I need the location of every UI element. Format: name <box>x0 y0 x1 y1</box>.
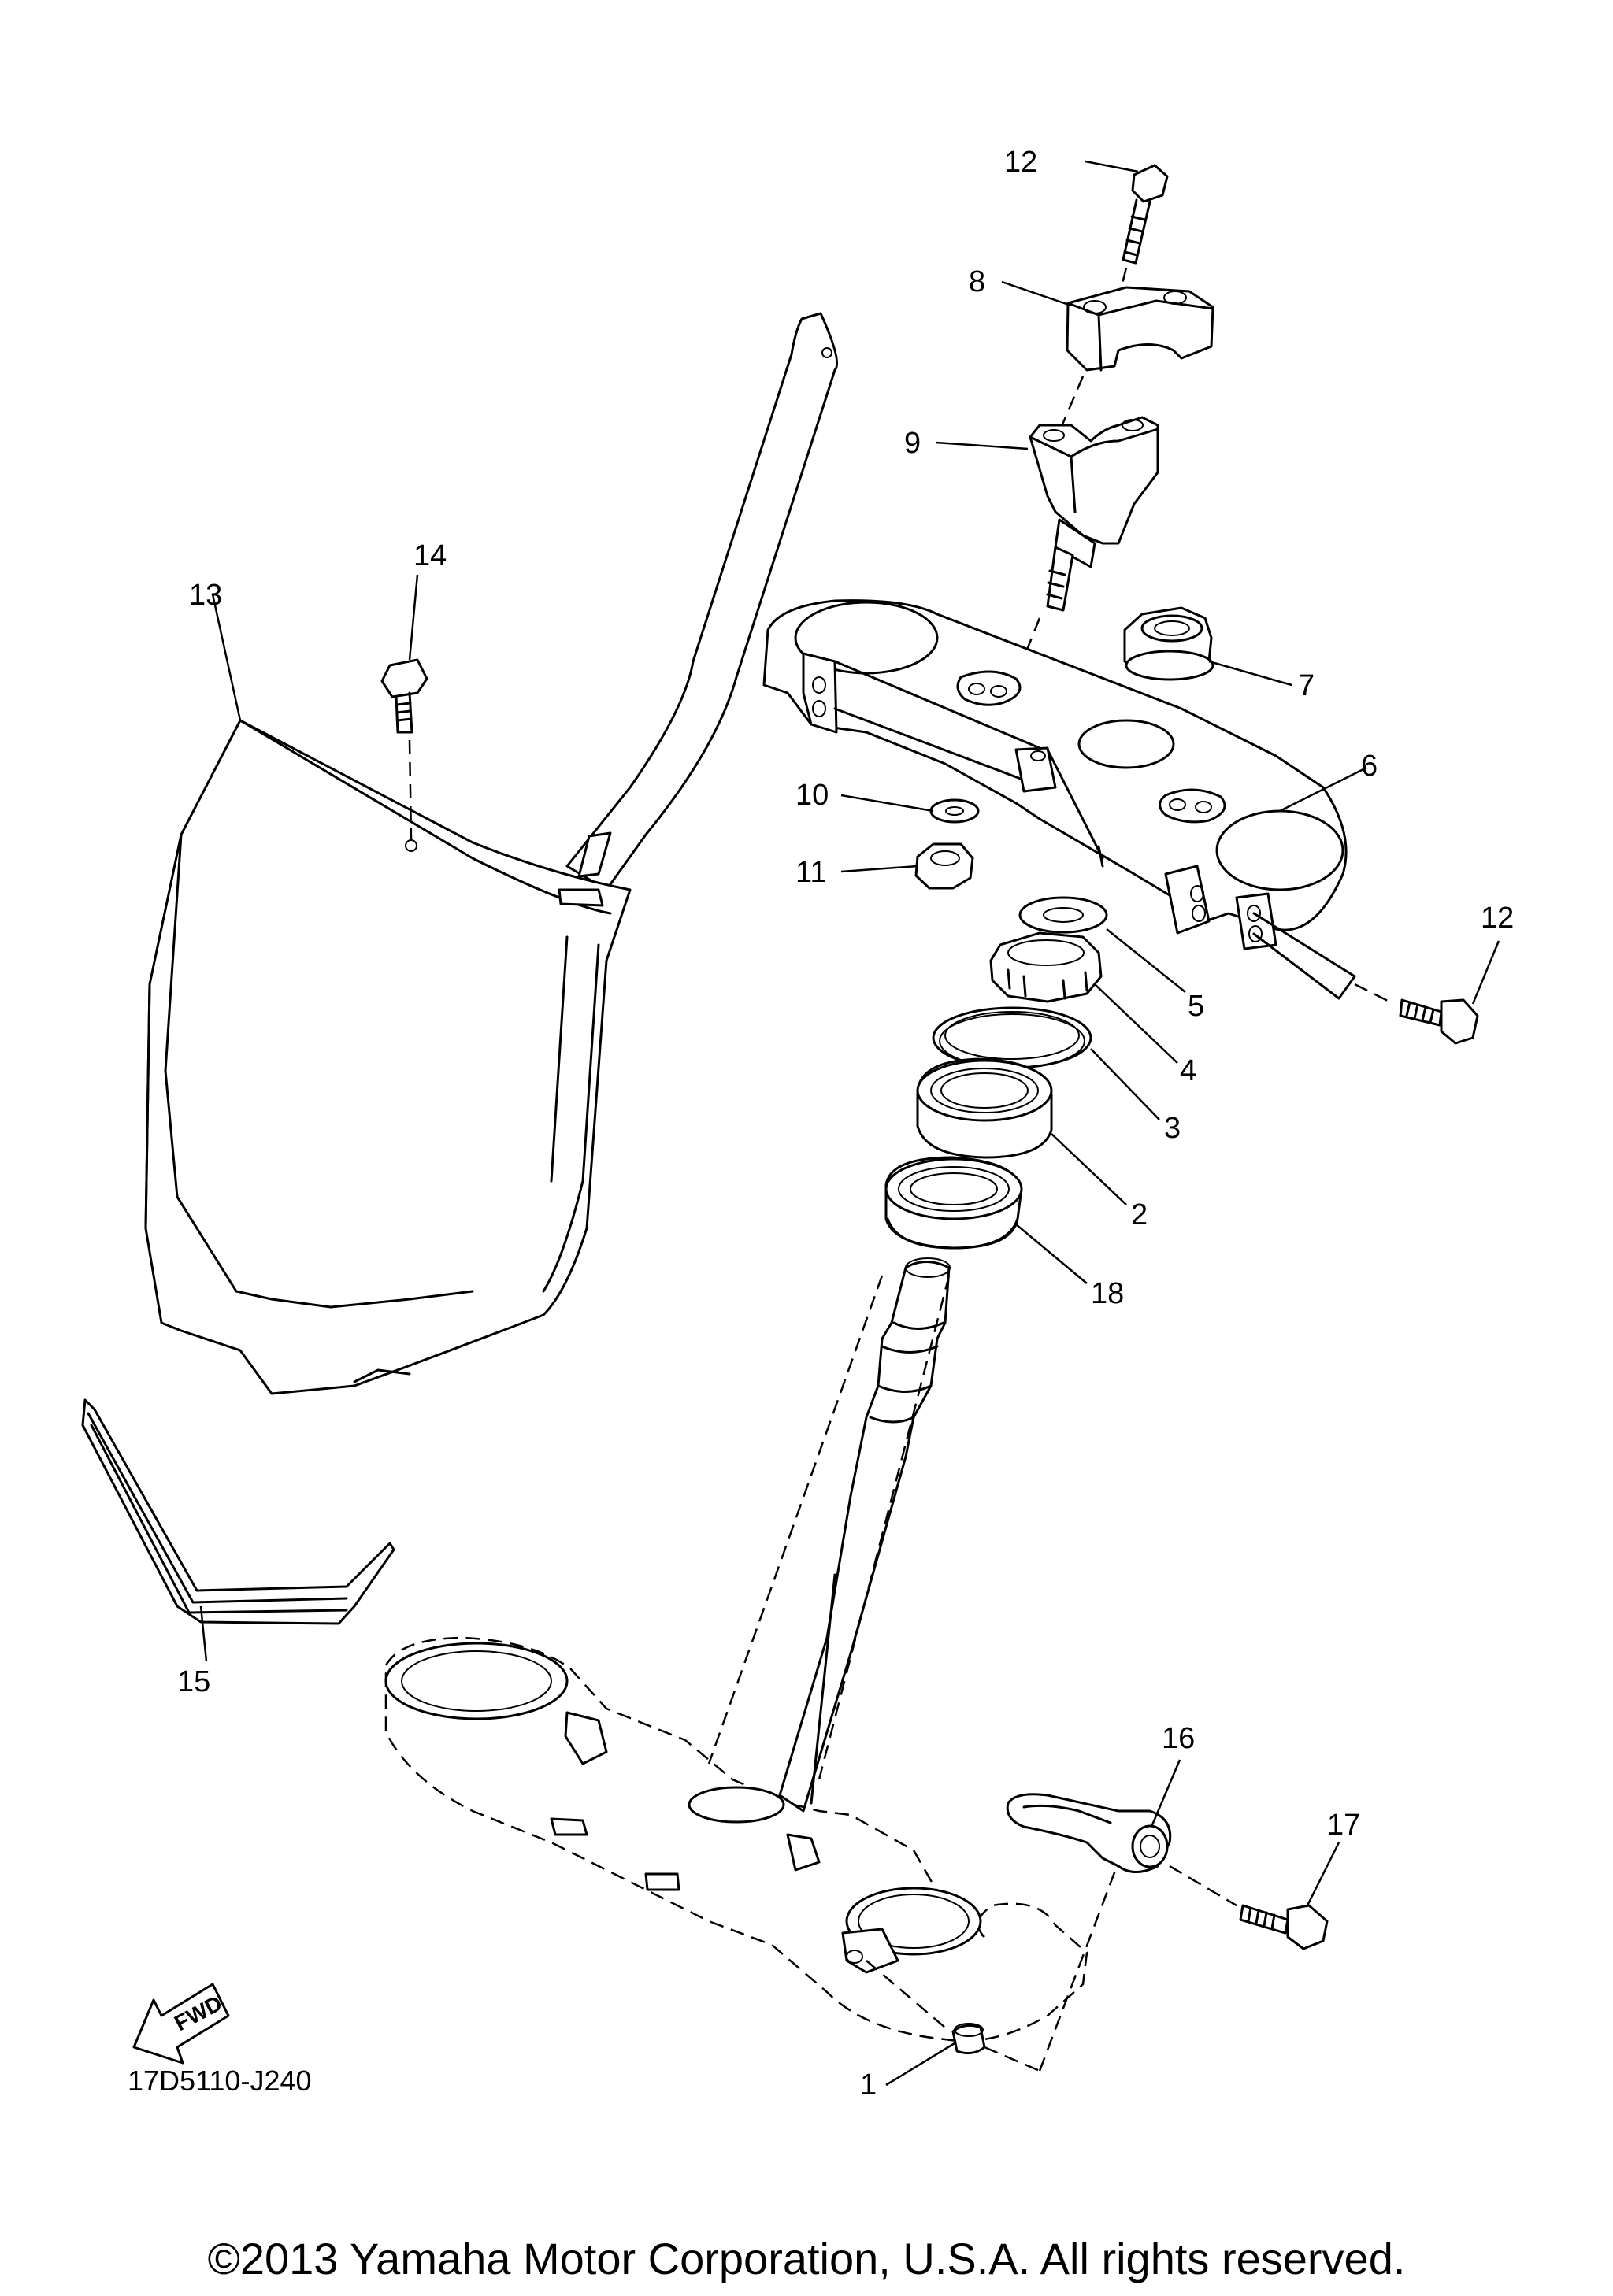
callout-6: 6 <box>1361 750 1378 783</box>
callout-3: 3 <box>1164 1112 1181 1145</box>
callout-17: 17 <box>1327 1809 1360 1842</box>
callout-1: 1 <box>860 2068 877 2102</box>
callout-5: 5 <box>1188 990 1204 1023</box>
callout-15: 15 <box>177 1665 210 1698</box>
copyright-notice: ©2013 Yamaha Motor Corporation, U.S.A. A… <box>208 2234 1406 2283</box>
callout-2: 2 <box>1131 1198 1148 1231</box>
callout-7: 7 <box>1298 669 1315 702</box>
bolt-14-part <box>380 658 428 839</box>
ring-nut-part <box>989 931 1103 1003</box>
callout-11: 11 <box>795 856 826 889</box>
upper-handlebar-holder-part <box>1066 286 1214 372</box>
callout-9: 9 <box>904 427 921 460</box>
upper-bracket-part <box>762 599 1356 1000</box>
forward-arrow-icon: FWD <box>132 1983 230 2065</box>
pinch-bolt-side <box>1354 983 1479 1045</box>
bearing-upper-part <box>916 1057 1053 1159</box>
number-plate-part <box>144 312 839 1395</box>
cable-guide-part <box>1006 1793 1172 1873</box>
bearing-lower-part <box>884 1156 1023 1250</box>
bolt-17-part <box>1169 1865 1329 1950</box>
callout-18: 18 <box>1091 1277 1124 1310</box>
leader-lines <box>199 160 1500 2087</box>
lower-handlebar-holder-part <box>1014 416 1159 678</box>
diagram-code: 17D5110-J240 <box>128 2065 312 2097</box>
callout-16: 16 <box>1162 1722 1195 1755</box>
callout-4: 4 <box>1180 1054 1196 1087</box>
washer-5-part <box>1018 896 1108 934</box>
callout-13: 13 <box>189 579 222 612</box>
callout-12-top: 12 <box>1004 146 1037 179</box>
callout-8: 8 <box>969 265 985 298</box>
dust-seal-part <box>932 1006 1092 1069</box>
washer-10-part <box>929 798 980 824</box>
steering-stem-part <box>384 1257 1120 2072</box>
callout-10: 10 <box>795 779 829 812</box>
callout-12-side: 12 <box>1481 902 1514 935</box>
steering-nut-part <box>1123 606 1214 681</box>
nut-11-part <box>914 842 974 890</box>
graphic-strip-part <box>81 1398 395 1625</box>
callout-numbers: 12 8 9 7 6 10 11 12 5 4 3 2 18 13 14 15 … <box>177 146 1514 2102</box>
callout-14: 14 <box>413 539 447 572</box>
